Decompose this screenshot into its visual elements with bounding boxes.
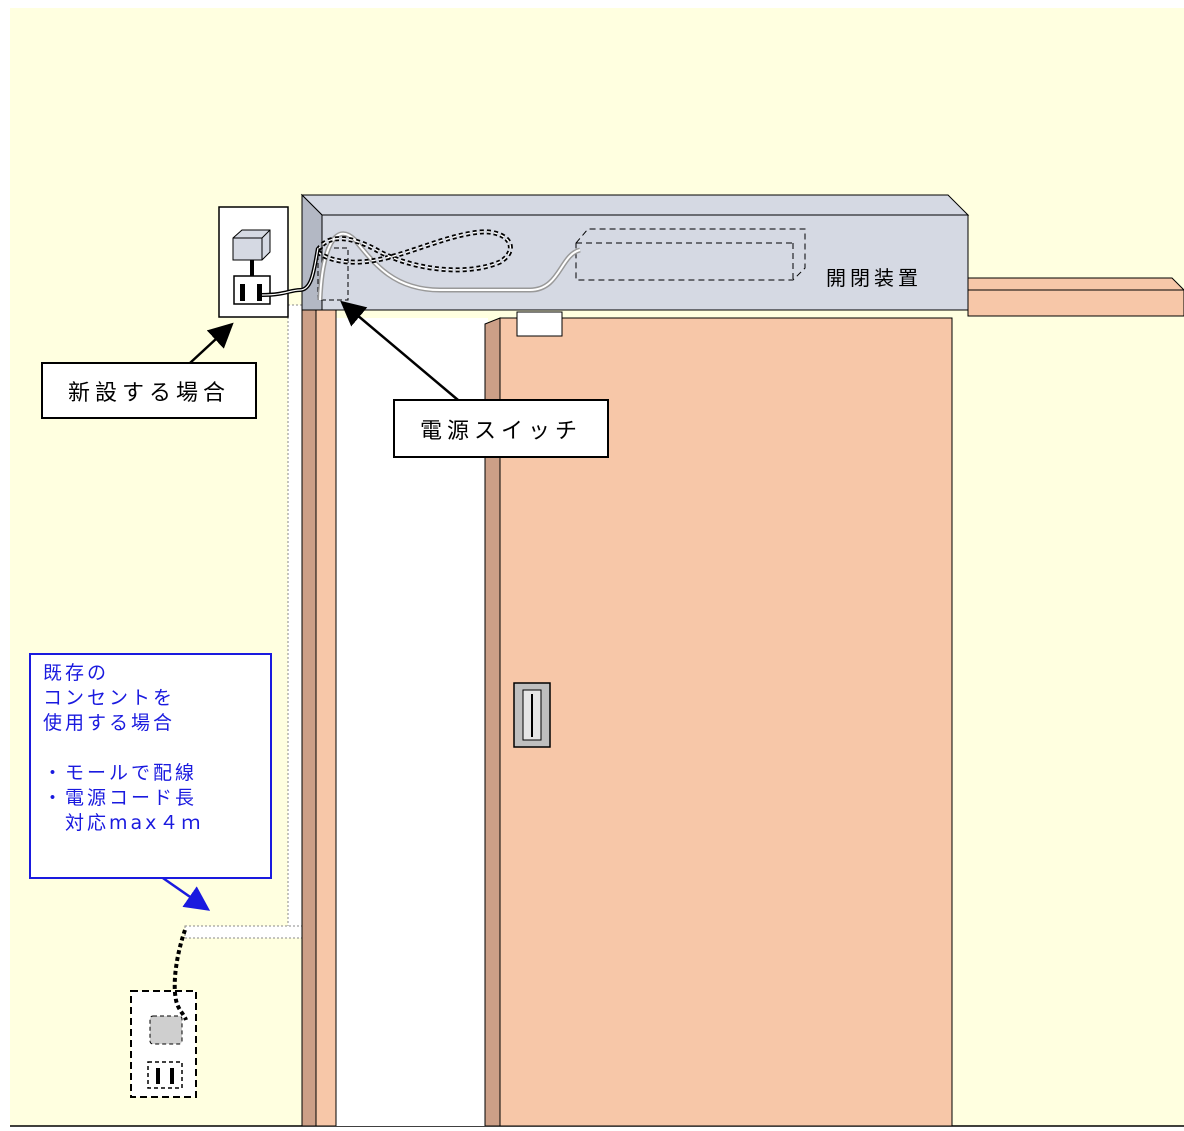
opening-device-front (321, 214, 969, 311)
power-switch-arrow (340, 300, 459, 401)
internal-power-cord-core (317, 231, 512, 271)
existing-note-spacer (43, 736, 270, 761)
new-outlet-adapter-icon (232, 229, 271, 261)
opening-device-label: 開閉装置 (826, 266, 922, 290)
power-switch-label: 電源スイッチ (419, 418, 582, 444)
internal-cable-core (319, 232, 581, 301)
existing-socket-slot-right (170, 1068, 174, 1084)
existing-outlet-arrow (159, 874, 211, 911)
new-install-arrow (189, 322, 234, 364)
new-outlet-socket-icon (233, 275, 271, 305)
existing-outlet-cable (172, 929, 188, 1021)
new-install-callout: 新設する場合 (41, 362, 257, 419)
existing-note-line1: 既存の (43, 662, 110, 684)
power-switch-outline (317, 247, 349, 301)
frame-front (315, 305, 337, 1127)
door-hanger (516, 311, 563, 337)
rail-front (967, 289, 1184, 317)
existing-outlet-note: 既存の コンセントを 使用する場合 ・モールで配線 ・電源コード長 対応max４… (29, 653, 272, 879)
existing-socket-slot-left (156, 1068, 160, 1084)
opening-device-top (300, 194, 970, 216)
existing-note-bullet3: 対応max４ｍ (43, 812, 204, 834)
new-outlet-cable-core (261, 247, 319, 296)
wiring-mold-horizontal (184, 925, 303, 939)
existing-note-line3: 使用する場合 (43, 712, 176, 734)
socket-slot-right (257, 284, 262, 301)
existing-outlet-adapter-icon (149, 1015, 183, 1045)
existing-outlet-socket-icon (147, 1061, 183, 1089)
adapter-edge3 (261, 229, 271, 239)
rail-top (967, 277, 1184, 291)
wiring-mold-vertical (287, 304, 303, 931)
power-switch-callout: 電源スイッチ (393, 399, 609, 458)
existing-note-line2: コンセントを (43, 687, 176, 709)
socket-slot-left (240, 284, 245, 301)
new-install-label: 新設する場合 (67, 380, 230, 406)
existing-note-bullet2: ・電源コード長 (43, 787, 198, 809)
internal-motor-outline (575, 228, 806, 281)
frame-side (301, 305, 317, 1127)
existing-note-bullet1: ・モールで配線 (43, 762, 198, 784)
